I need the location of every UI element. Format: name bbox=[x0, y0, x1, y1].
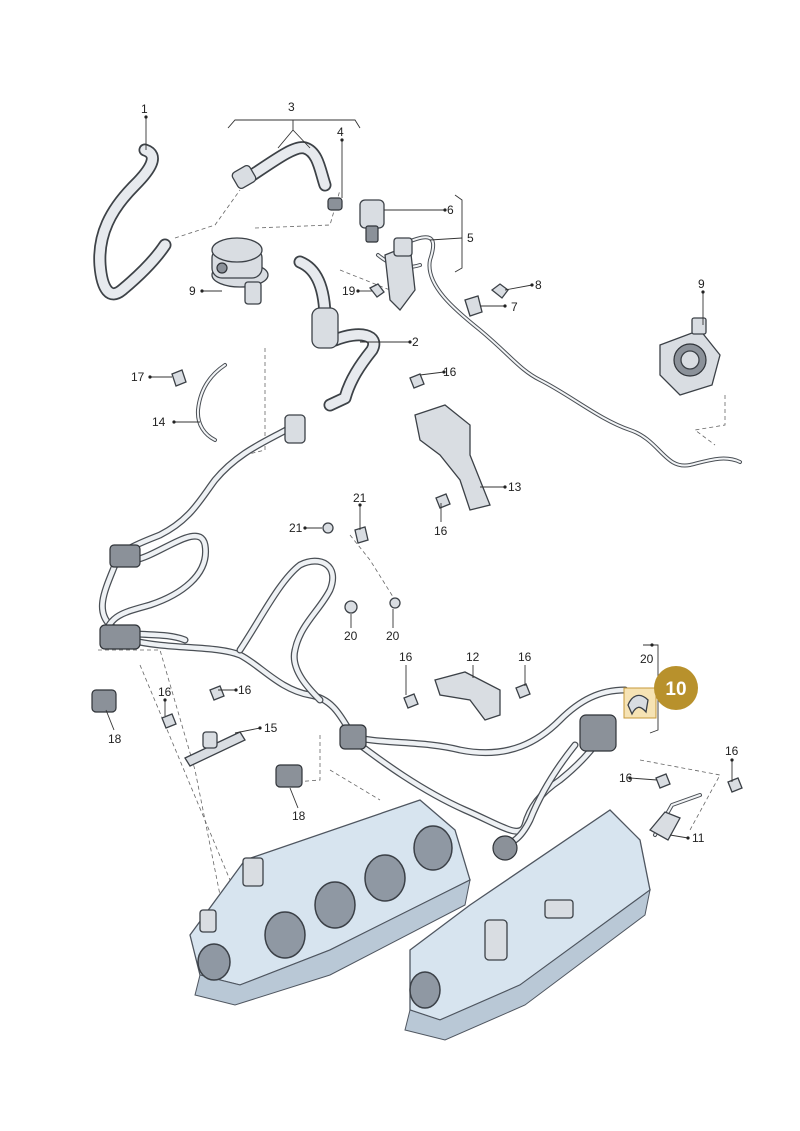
callout-19: 19 bbox=[342, 284, 356, 298]
callout-21-a: 21 bbox=[353, 491, 367, 505]
callout-17: 17 bbox=[131, 370, 145, 384]
callout-4: 4 bbox=[337, 125, 344, 139]
callout-13: 13 bbox=[508, 480, 522, 494]
callout-2: 2 bbox=[412, 335, 419, 349]
callout-16-b: 16 bbox=[434, 524, 448, 538]
callout-20-a: 20 bbox=[344, 629, 358, 643]
callout-9-left: 9 bbox=[189, 284, 196, 298]
fuel-lines bbox=[93, 141, 742, 849]
callout-12: 12 bbox=[466, 650, 480, 664]
high-pressure-fuel-pump-icon bbox=[659, 317, 721, 396]
callout-20-b: 20 bbox=[386, 629, 400, 643]
intake-manifold-left bbox=[189, 799, 471, 1006]
callout-7: 7 bbox=[511, 300, 518, 314]
callout-18-left: 18 bbox=[108, 732, 122, 746]
leader-lines bbox=[105, 117, 733, 839]
high-pressure-fuel-pump-icon bbox=[211, 237, 269, 305]
callout-16-g: 16 bbox=[619, 771, 633, 785]
callout-18-mid: 18 bbox=[292, 809, 306, 823]
callout-6: 6 bbox=[447, 203, 454, 217]
leader-dots bbox=[144, 115, 734, 840]
callout-3: 3 bbox=[288, 100, 295, 114]
badge-circle bbox=[654, 666, 698, 710]
callout-8: 8 bbox=[535, 278, 542, 292]
callout-16-d: 16 bbox=[518, 650, 532, 664]
callout-9-right: 9 bbox=[698, 277, 705, 291]
badge-label: 10 bbox=[665, 679, 686, 700]
callout-16-c: 16 bbox=[399, 650, 413, 664]
callout-16-f: 16 bbox=[158, 685, 172, 699]
callout-5: 5 bbox=[467, 231, 474, 245]
callout-16-e: 16 bbox=[238, 683, 252, 697]
callout-16-h: 16 bbox=[725, 744, 739, 758]
callout-20-c: 20 bbox=[640, 652, 654, 666]
callout-1: 1 bbox=[141, 102, 148, 116]
callout-labels: 1 2 3 4 5 6 7 8 9 9 11 12 13 14 15 16 16… bbox=[108, 100, 739, 845]
callout-16-a: 16 bbox=[443, 365, 457, 379]
callout-21-b: 21 bbox=[289, 521, 303, 535]
callout-11: 11 bbox=[692, 831, 705, 845]
highlight-badge[interactable]: 10 bbox=[654, 666, 698, 710]
components bbox=[91, 165, 743, 861]
callout-15: 15 bbox=[264, 721, 278, 735]
intake-manifold-right bbox=[404, 809, 651, 1041]
callout-14: 14 bbox=[152, 415, 166, 429]
